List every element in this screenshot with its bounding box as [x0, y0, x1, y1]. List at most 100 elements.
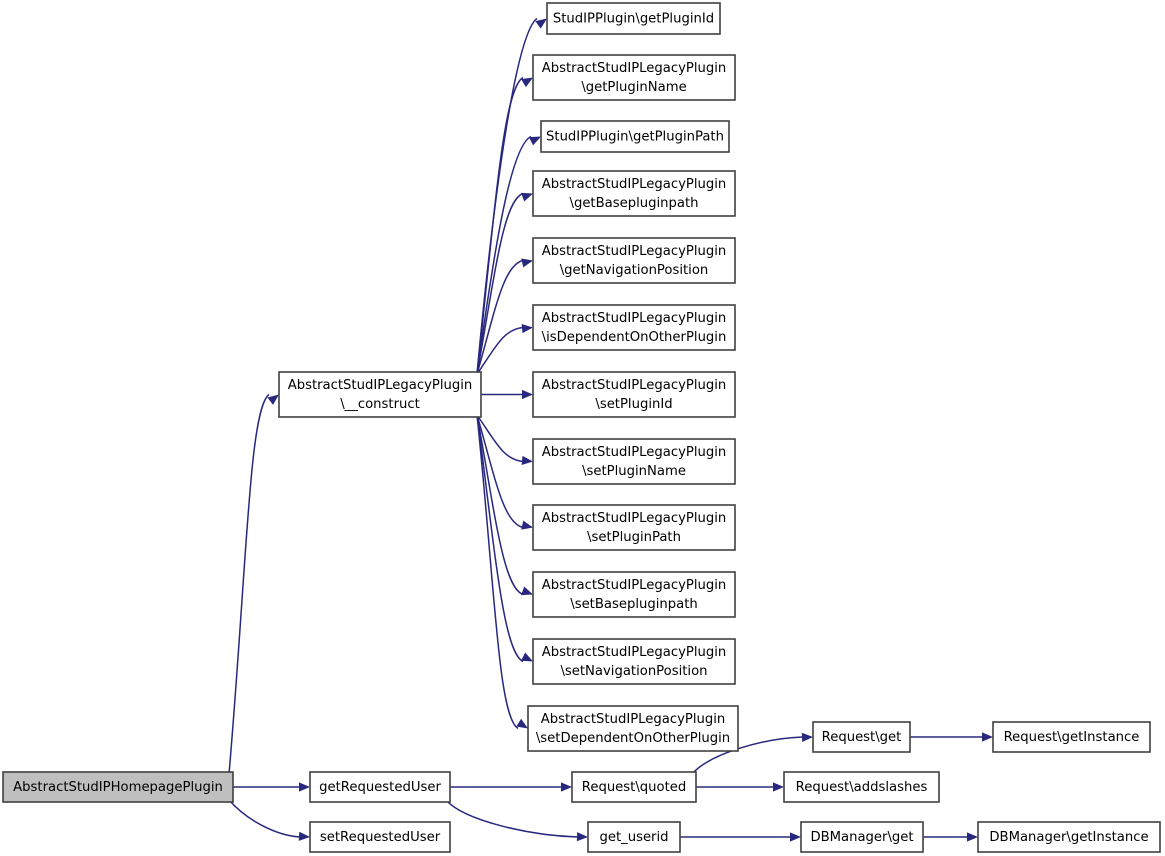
node-getPluginId[interactable]: StudIPPlugin\getPluginId	[546, 2, 721, 35]
node-label-getPluginId: StudIPPlugin\getPluginId	[553, 12, 714, 27]
node-box-setPluginId	[532, 371, 736, 418]
node-label-requestAddslashes: Request\addslashes	[796, 780, 928, 795]
node-dbmanagerGet[interactable]: DBManager\get	[800, 821, 924, 853]
arrowhead-requestGet-to-requestGetInstance	[982, 732, 993, 742]
node-label-setDependentOnOtherPlugin: \setDependentOnOtherPlugin	[536, 731, 730, 746]
node-box-getBasepluginpath	[532, 170, 736, 217]
node-box-setDependentOnOtherPlugin	[527, 705, 739, 752]
node-label-setRequestedUser: setRequestedUser	[320, 830, 441, 845]
node-requestQuoted[interactable]: Request\quoted	[571, 771, 697, 803]
node-label-dbmanagerGet: DBManager\get	[810, 830, 913, 845]
edge-construct-to-setDependentOnOtherPlugin	[476, 414, 519, 730]
edge-construct-to-getPluginPath	[476, 135, 532, 375]
edge-construct-to-getPluginName	[476, 76, 524, 375]
edge-construct-to-setNavigationPosition	[476, 414, 524, 663]
node-label-getPluginName: AbstractStudIPLegacyPlugin	[542, 61, 727, 76]
node-label-setNavigationPosition: AbstractStudIPLegacyPlugin	[542, 645, 727, 660]
node-getNavigationPosition[interactable]: AbstractStudIPLegacyPlugin\getNavigation…	[532, 237, 736, 284]
node-setPluginPath[interactable]: AbstractStudIPLegacyPlugin \setPluginPath	[532, 504, 736, 551]
node-label-setBasepluginpath: \setBasepluginpath	[570, 597, 697, 612]
arrowhead-construct-to-getPluginId	[535, 18, 547, 29]
node-construct[interactable]: AbstractStudIPLegacyPlugin \__construct	[278, 371, 482, 418]
node-box-getUserid	[587, 821, 681, 853]
node-label-setBasepluginpath: AbstractStudIPLegacyPlugin	[542, 578, 727, 593]
node-box-dbmanagerGetInstance	[977, 821, 1161, 853]
node-label-getPluginName: \getPluginName	[581, 80, 686, 95]
node-getPluginName[interactable]: AbstractStudIPLegacyPlugin \getPluginName	[532, 54, 736, 101]
node-setPluginId[interactable]: AbstractStudIPLegacyPlugin\setPluginId	[532, 371, 736, 418]
node-homepagePlugin[interactable]: AbstractStudIPHomepagePlugin	[2, 771, 234, 803]
node-label-setPluginPath: \setPluginPath	[587, 530, 681, 545]
edge-construct-to-getNavigationPosition	[476, 259, 524, 375]
node-box-setPluginPath	[532, 504, 736, 551]
arrowhead-construct-to-setDependentOnOtherPlugin	[516, 718, 528, 729]
arrowhead-homepagePlugin-to-getRequestedUser	[299, 782, 310, 792]
node-box-setNavigationPosition	[532, 638, 736, 685]
arrowhead-construct-to-getPluginPath	[529, 136, 541, 146]
node-label-requestGet: Request\get	[822, 730, 902, 745]
node-getPluginPath[interactable]: StudIPPlugin\getPluginPath	[540, 120, 730, 153]
node-label-dbmanagerGetInstance: DBManager\getInstance	[989, 830, 1148, 845]
node-label-construct: \__construct	[340, 397, 420, 412]
node-label-isDependentOnOtherPlugin: \isDependentOnOtherPlugin	[542, 330, 727, 345]
node-box-homepagePlugin	[2, 771, 234, 803]
node-box-construct	[278, 371, 482, 418]
arrowhead-requestQuoted-to-requestAddslashes	[773, 782, 784, 792]
node-label-getBasepluginpath: AbstractStudIPLegacyPlugin	[542, 177, 727, 192]
node-label-isDependentOnOtherPlugin: AbstractStudIPLegacyPlugin	[542, 311, 727, 326]
edge-homepagePlugin-to-setRequestedUser	[228, 799, 301, 838]
edge-requestQuoted-to-requestGet	[691, 736, 804, 775]
node-requestGet[interactable]: Request\get	[812, 721, 911, 753]
arrowhead-getUserid-to-dbmanagerGet	[790, 832, 801, 842]
node-getUserid[interactable]: get_userid	[587, 821, 681, 853]
node-label-setPluginId: \setPluginId	[595, 397, 672, 412]
node-setDependentOnOtherPlugin[interactable]: AbstractStudIPLegacyPlugin\setDependentO…	[527, 705, 739, 752]
node-box-requestGet	[812, 721, 911, 753]
node-box-isDependentOnOtherPlugin	[532, 304, 736, 351]
arrowhead-getRequestedUser-to-getUserid	[576, 832, 588, 842]
arrowhead-dbmanagerGet-to-dbmanagerGetInstance	[967, 832, 978, 842]
arrowhead-construct-to-setBasepluginpath	[521, 586, 533, 596]
node-setRequestedUser[interactable]: setRequestedUser	[309, 821, 451, 853]
node-setNavigationPosition[interactable]: AbstractStudIPLegacyPlugin \setNavigation…	[532, 638, 736, 685]
arrowhead-homepagePlugin-to-setRequestedUser	[298, 831, 310, 841]
node-box-getPluginName	[532, 54, 736, 101]
arrowhead-homepagePlugin-to-construct	[267, 394, 279, 405]
node-setBasepluginpath[interactable]: AbstractStudIPLegacyPlugin \setBaseplugin…	[532, 571, 736, 618]
node-getRequestedUser[interactable]: getRequestedUser	[309, 771, 451, 803]
node-box-getPluginPath	[540, 120, 730, 153]
node-label-getBasepluginpath: \getBasepluginpath	[570, 196, 699, 211]
node-box-getRequestedUser	[309, 771, 451, 803]
node-dbmanagerGetInstance[interactable]: DBManager\getInstance	[977, 821, 1161, 853]
node-label-getPluginPath: StudIPPlugin\getPluginPath	[546, 130, 724, 145]
node-label-requestGetInstance: Request\getInstance	[1004, 730, 1140, 745]
node-label-requestQuoted: Request\quoted	[582, 780, 686, 795]
node-label-getRequestedUser: getRequestedUser	[319, 780, 441, 795]
node-box-setPluginName	[532, 438, 736, 485]
arrowhead-construct-to-isDependentOnOtherPlugin	[521, 323, 533, 334]
arrowhead-construct-to-getNavigationPosition	[521, 258, 533, 268]
node-label-setPluginPath: AbstractStudIPLegacyPlugin	[542, 511, 727, 526]
edge-construct-to-setPluginPath	[476, 414, 524, 529]
node-box-getNavigationPosition	[532, 237, 736, 284]
edge-construct-to-getBasepluginpath	[476, 192, 524, 375]
node-label-getUserid: get_userid	[599, 830, 668, 845]
arrowhead-construct-to-setPluginId	[522, 389, 533, 400]
node-label-setNavigationPosition: \setNavigationPosition	[560, 664, 707, 679]
node-requestGetInstance[interactable]: Request\getInstance	[992, 721, 1151, 753]
edge-layer	[228, 17, 993, 842]
node-label-getNavigationPosition: AbstractStudIPLegacyPlugin	[542, 244, 727, 259]
edge-construct-to-isDependentOnOtherPlugin	[476, 326, 524, 375]
arrowhead-construct-to-setPluginPath	[521, 520, 533, 530]
node-box-setRequestedUser	[309, 821, 451, 853]
node-requestAddslashes[interactable]: Request\addslashes	[783, 771, 940, 803]
node-getBasepluginpath[interactable]: AbstractStudIPLegacyPlugin \getBaseplugin…	[532, 170, 736, 217]
node-label-construct: AbstractStudIPLegacyPlugin	[288, 378, 473, 393]
edge-construct-to-setPluginName	[476, 414, 524, 463]
edge-construct-to-setBasepluginpath	[476, 414, 524, 596]
node-isDependentOnOtherPlugin[interactable]: AbstractStudIPLegacyPlugin \isDependentOn…	[532, 304, 736, 351]
node-label-setPluginName: \setPluginName	[582, 464, 686, 479]
node-setPluginName[interactable]: AbstractStudIPLegacyPlugin\setPluginName	[532, 438, 736, 485]
